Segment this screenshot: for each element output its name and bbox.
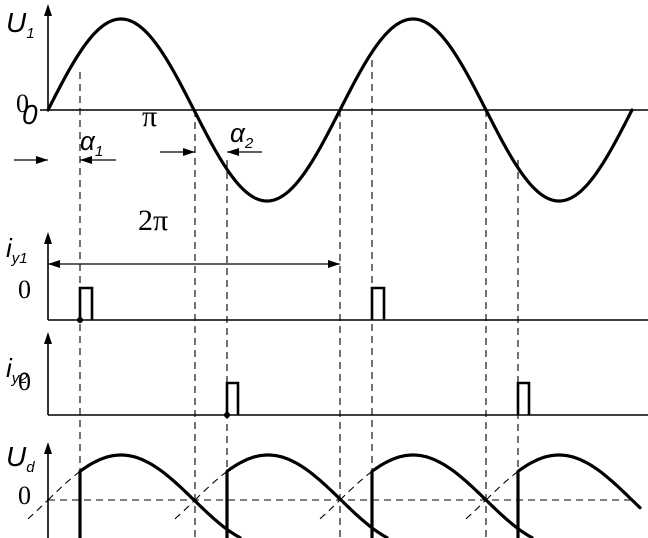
ud-dashed-segment-1 — [27, 470, 81, 520]
alpha2-dimension — [160, 148, 262, 156]
iy2-pulse-2 — [516, 381, 531, 415]
iy2-pulse-1-dot — [224, 412, 230, 418]
ud-dashed-continuation — [27, 470, 519, 520]
pi-label: π — [142, 100, 157, 133]
iy2-axes — [44, 332, 648, 416]
alpha1-label: α1 — [80, 126, 103, 160]
iy2-axis-label: iy2 — [6, 353, 28, 387]
iy2-pulse-1 — [225, 381, 240, 415]
alpha2-dim-right-arrow-icon — [227, 148, 239, 156]
ud-segment-4 — [516, 453, 642, 538]
alpha1-dim-left-arrow-icon — [36, 156, 48, 164]
iy1-zero-label: 0 — [18, 275, 31, 304]
ud-axes — [44, 442, 52, 538]
iy1-pulse-2 — [370, 286, 386, 320]
u1-sine-wave — [46, 17, 634, 203]
u1-axis-label: U1 — [6, 7, 35, 42]
iy1-axis-label: iy1 — [6, 233, 28, 267]
two-pi-dim-left-arrow-icon — [48, 260, 60, 268]
ud-segment-3 — [370, 453, 534, 538]
alpha2-label: α2 — [230, 118, 254, 152]
dashed-guides — [48, 60, 630, 538]
u1-zero-label: 0 — [16, 89, 29, 118]
alpha1-dim-right-arrow-icon — [80, 156, 92, 164]
u1-axis-arrow-icon — [44, 4, 52, 16]
two-pi-label: 2π — [138, 204, 168, 237]
iy1-pulse-1-dot — [77, 317, 83, 323]
alpha1-dimension — [14, 156, 116, 164]
alpha2-dim-left-arrow-icon — [183, 148, 195, 156]
u1-zero-italic-label: 0 — [22, 99, 38, 130]
two-pi-dimension — [48, 260, 340, 268]
ud-zero-label: 0 — [18, 481, 31, 510]
iy2-zero-label: 0 — [18, 367, 31, 396]
iy1-pulses — [77, 286, 386, 323]
iy2-axis-arrow-icon — [44, 332, 52, 344]
ud-dashed-segment-2 — [174, 470, 228, 520]
two-pi-dim-right-arrow-icon — [328, 260, 340, 268]
iy1-axes — [44, 232, 648, 321]
iy1-pulse-1 — [78, 286, 94, 320]
u1-axes — [40, 4, 648, 111]
iy2-pulses — [224, 381, 531, 418]
ud-segment-1 — [78, 453, 242, 538]
iy1-axis-arrow-icon — [44, 232, 52, 244]
ud-axis-label: Ud — [6, 441, 35, 476]
ud-segment-2 — [225, 453, 389, 538]
ud-axis-arrow-icon — [44, 442, 52, 454]
ud-dashed-segment-3 — [319, 470, 373, 520]
ud-rectified-wave — [78, 453, 642, 538]
ud-dashed-segment-4 — [465, 470, 519, 520]
